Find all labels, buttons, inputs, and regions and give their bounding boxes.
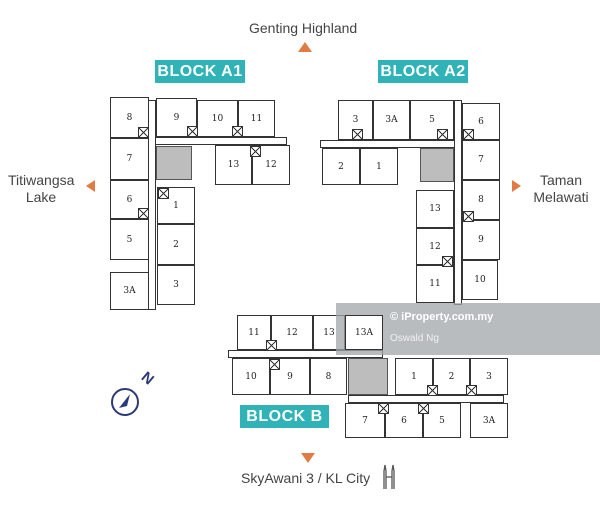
unit[interactable]: 7	[110, 138, 149, 180]
unit[interactable]: 7	[462, 140, 500, 180]
unit[interactable]: 1	[360, 148, 398, 185]
unit[interactable]: 3A	[470, 403, 508, 438]
shaft-icon	[187, 126, 198, 137]
unit[interactable]: 5	[423, 403, 461, 438]
twin-towers-icon	[383, 464, 395, 489]
shaft-icon	[418, 403, 429, 414]
corridor	[155, 137, 287, 145]
block-b-label: BLOCK B	[240, 405, 329, 428]
direction-west-line2: Lake	[25, 189, 57, 205]
arrow-down-icon	[301, 453, 315, 463]
shaft-icon	[463, 211, 474, 222]
shaft-icon	[427, 385, 438, 396]
corridor	[320, 140, 455, 148]
shaft-icon	[232, 126, 243, 137]
arrow-up-icon	[298, 42, 312, 52]
unit[interactable]: 8	[310, 358, 347, 395]
unit[interactable]: 3	[157, 265, 195, 305]
shaft-icon	[158, 188, 169, 199]
unit[interactable]: 12	[271, 315, 313, 350]
shaft-icon	[442, 256, 453, 267]
unit[interactable]: 10	[232, 358, 270, 395]
watermark-site: © iProperty.com.my	[390, 311, 494, 323]
corridor	[348, 395, 504, 403]
shaft-icon	[378, 403, 389, 414]
direction-west-line1: Titiwangsa	[8, 172, 75, 188]
direction-east-line1: Taman	[539, 172, 583, 188]
lift-lobby	[156, 146, 192, 180]
unit[interactable]: 2	[322, 148, 360, 185]
corridor	[148, 100, 156, 310]
shaft-icon	[437, 129, 448, 140]
unit[interactable]: 10	[197, 100, 238, 137]
shaft-icon	[269, 359, 280, 370]
unit[interactable]: 9	[462, 220, 500, 260]
lift-lobby	[420, 148, 454, 182]
unit[interactable]: 13A	[345, 315, 383, 350]
unit[interactable]: 13	[416, 190, 454, 228]
unit[interactable]: 2	[157, 224, 195, 265]
shaft-icon	[138, 208, 149, 219]
unit[interactable]: 1	[395, 358, 433, 395]
unit[interactable]: 6	[385, 403, 423, 438]
arrow-left-icon	[86, 180, 95, 192]
shaft-icon	[138, 127, 149, 138]
direction-east-line2: Melawati	[533, 189, 589, 205]
shaft-icon	[266, 340, 277, 351]
direction-north: Genting Highland	[249, 20, 358, 36]
unit[interactable]: 13	[215, 145, 252, 185]
shaft-icon	[466, 385, 477, 396]
direction-south: SkyAwani 3 / KL City	[241, 470, 371, 486]
watermark-author: Oswald Ng	[390, 333, 439, 344]
unit[interactable]: 11	[416, 265, 454, 303]
block-a2-label: BLOCK A2	[378, 60, 468, 83]
unit[interactable]: 2	[433, 358, 470, 395]
block-a1-label: BLOCK A1	[155, 60, 245, 83]
unit[interactable]: 3A	[373, 100, 410, 140]
unit[interactable]: 5	[110, 219, 149, 260]
arrow-right-icon	[512, 180, 521, 192]
unit[interactable]: 10	[462, 260, 498, 300]
shaft-icon	[250, 146, 261, 157]
unit[interactable]: 11	[238, 100, 275, 137]
shaft-icon	[352, 129, 363, 140]
shaft-icon	[463, 129, 474, 140]
compass-icon	[111, 388, 139, 416]
lift-lobby	[348, 358, 388, 395]
unit[interactable]: 3A	[110, 272, 149, 310]
unit[interactable]: 11	[237, 315, 271, 350]
corridor	[454, 100, 462, 305]
